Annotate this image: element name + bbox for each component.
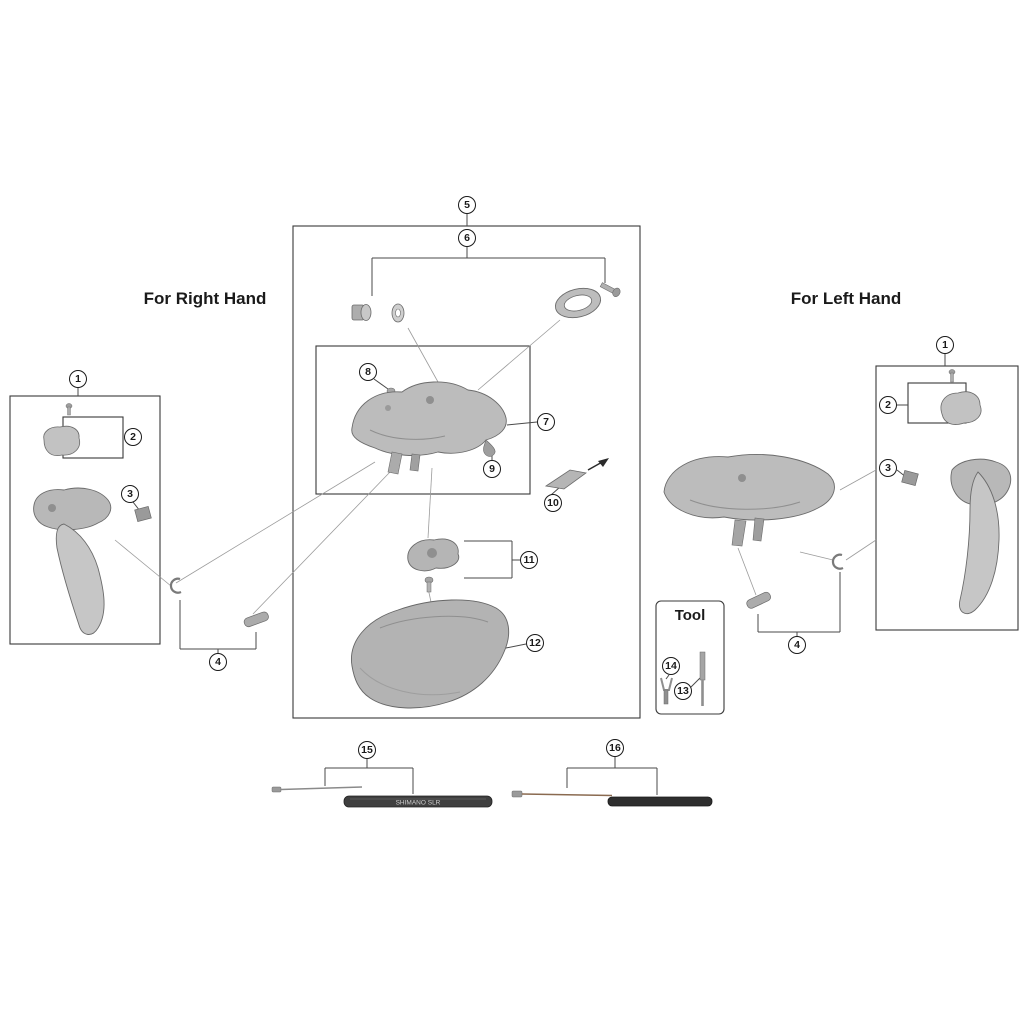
rh-lever-body <box>33 487 112 531</box>
rh-part4-pin <box>243 611 269 628</box>
callout-13: 13 <box>674 682 692 700</box>
lh-part2-switch-unit <box>940 391 982 425</box>
part-6-washer <box>391 303 405 323</box>
tool-section-label: Tool <box>674 607 706 624</box>
body-group-box <box>315 345 531 495</box>
leader-lines <box>77 214 946 795</box>
callout-11: 11 <box>520 551 538 569</box>
lh-part4-pin <box>746 591 771 609</box>
callout-lh-1: 1 <box>936 336 954 354</box>
part-7-main-body <box>351 381 507 475</box>
callout-lh-3: 3 <box>879 459 897 477</box>
callout-lh-4: 4 <box>788 636 806 654</box>
tool-box <box>655 600 725 715</box>
callout-rh-4: 4 <box>209 653 227 671</box>
rh-lever-assembly <box>33 403 269 635</box>
cable-16-inner <box>511 790 613 798</box>
part-11-unit <box>407 538 460 593</box>
callout-7: 7 <box>537 413 555 431</box>
cable-16-housing <box>607 796 713 807</box>
part-9-latch <box>483 439 496 457</box>
tool-14-fork <box>660 677 673 705</box>
right-hand-section-label: For Right Hand <box>143 289 267 308</box>
callout-rh-2: 2 <box>124 428 142 446</box>
left-hand-section-label: For Left Hand <box>790 289 902 308</box>
part-6-clamp-screw <box>599 282 621 297</box>
callout-9: 9 <box>483 460 501 478</box>
lh-brake-lever-blade <box>958 471 1000 614</box>
part-6-bushing <box>351 304 372 321</box>
callout-8: 8 <box>359 363 377 381</box>
callout-14: 14 <box>662 657 680 675</box>
cable-15-housing: SHIMANO SLR <box>343 795 493 808</box>
callout-12: 12 <box>526 634 544 652</box>
right-hand-lever-box <box>9 395 161 645</box>
cable-print-text: SHIMANO SLR <box>396 800 441 807</box>
callout-lh-2: 2 <box>879 396 897 414</box>
rh-c-clip <box>169 577 182 594</box>
lh-lever-assembly <box>663 369 1012 614</box>
part-12-hood <box>351 599 510 709</box>
lh-c-clip <box>831 553 844 570</box>
association-lines <box>114 319 877 615</box>
part-10-plate <box>544 458 609 490</box>
callout-10: 10 <box>544 494 562 512</box>
left-hand-lever-box <box>875 365 1019 631</box>
tool-13-plug <box>699 651 706 706</box>
lh-part3-block <box>901 469 919 487</box>
rh-part3-block <box>134 505 152 523</box>
cable-15-inner <box>271 786 363 793</box>
callout-rh-3: 3 <box>121 485 139 503</box>
rh-brake-lever-blade <box>55 523 105 635</box>
callout-5: 5 <box>458 196 476 214</box>
part-6-clamp-band <box>554 287 602 319</box>
callout-15: 15 <box>358 741 376 759</box>
lh-main-body <box>663 454 835 521</box>
arrow-icon <box>587 458 609 471</box>
callout-16: 16 <box>606 739 624 757</box>
callout-6: 6 <box>458 229 476 247</box>
rh-part2-switch-unit <box>43 425 81 457</box>
callout-rh-1: 1 <box>69 370 87 388</box>
